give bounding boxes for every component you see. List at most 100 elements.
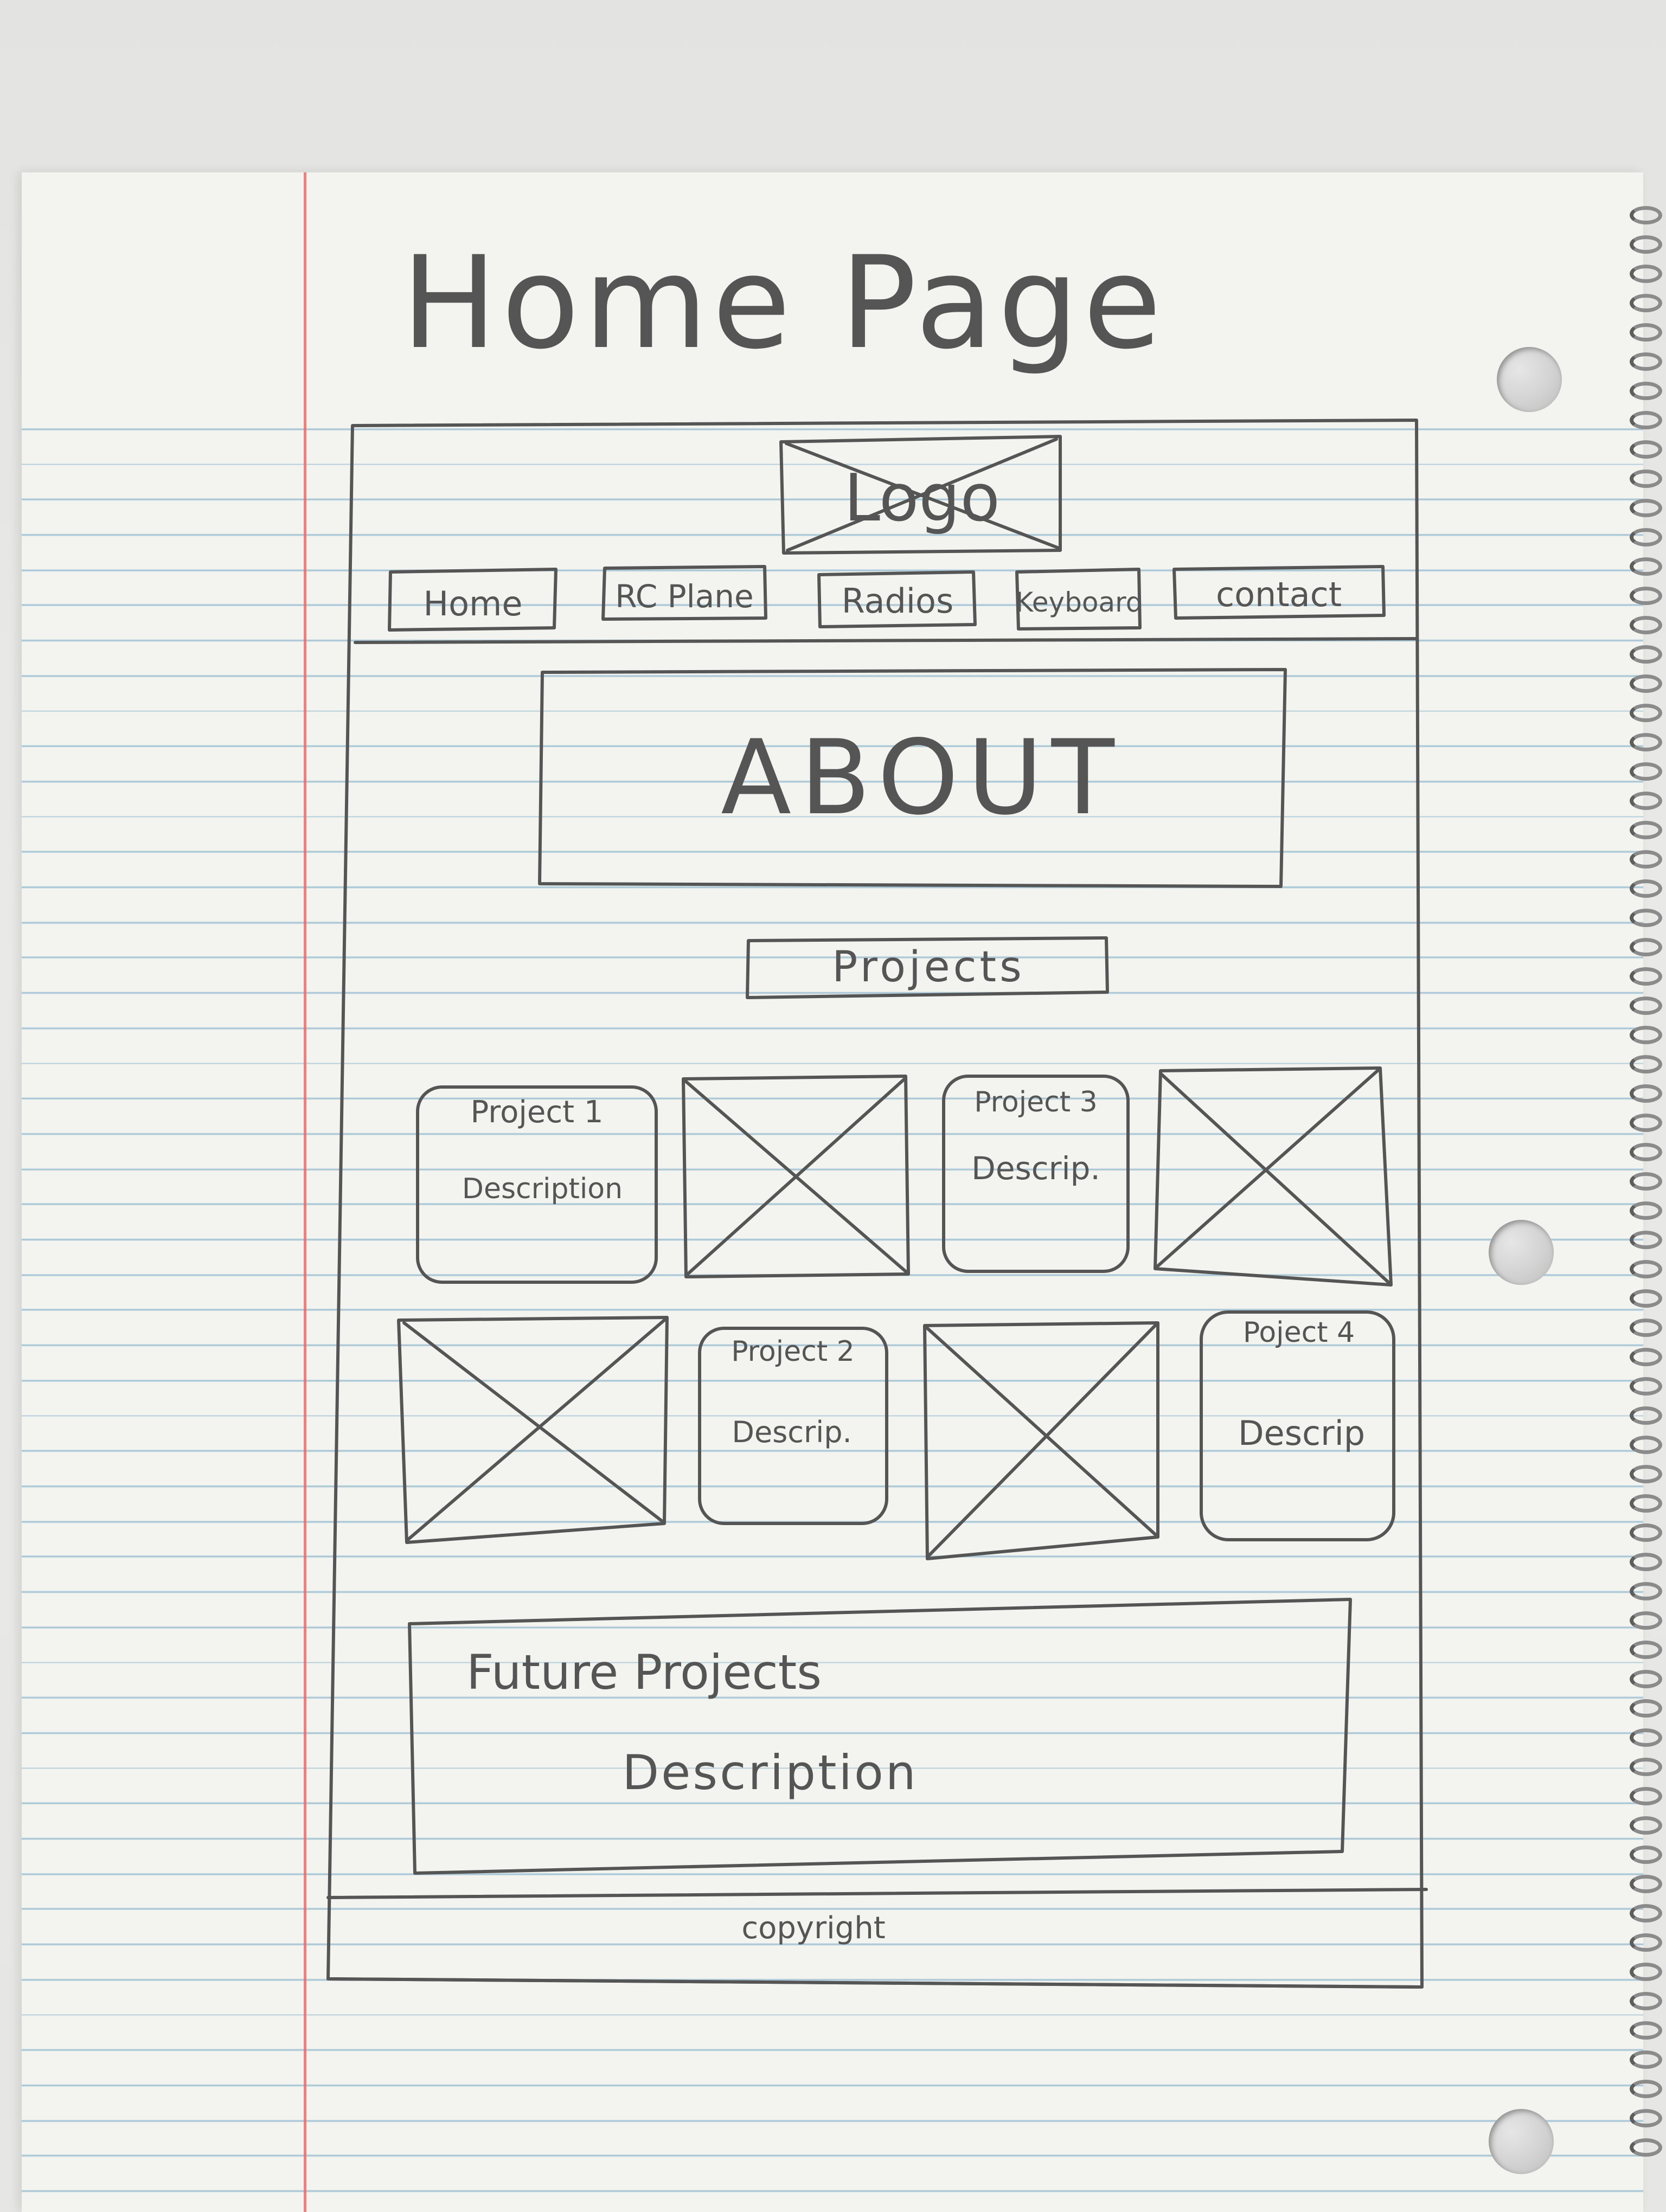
punch-hole	[1489, 1220, 1554, 1285]
spiral-coil	[1630, 1436, 1662, 1454]
spiral-coil	[1630, 1231, 1662, 1249]
image-placeholder-1	[682, 1075, 910, 1278]
spiral-coil	[1630, 1728, 1662, 1747]
spiral-coil	[1630, 323, 1662, 342]
footer-copyright: copyright	[741, 1911, 885, 1946]
spiral-coil	[1630, 499, 1662, 517]
spiral-coil	[1630, 1670, 1662, 1688]
nav-box-home	[388, 568, 558, 632]
project-1-desc: Description	[462, 1173, 623, 1205]
spiral-coil	[1630, 2050, 1662, 2069]
spiral-coil	[1630, 2109, 1662, 2127]
projects-heading: Projects	[832, 943, 1025, 992]
project-card-box-2	[698, 1327, 888, 1525]
spiral-coil	[1630, 733, 1662, 751]
project-4-title[interactable]: Poject 4	[1243, 1316, 1355, 1349]
about-box	[538, 668, 1287, 888]
spiral-coil	[1630, 1963, 1662, 1981]
page-header-area	[22, 172, 1643, 411]
spiral-coil	[1630, 411, 1662, 429]
spiral-coil	[1630, 1348, 1662, 1366]
spiral-coil	[1630, 1816, 1662, 1835]
footer-divider	[326, 1888, 1428, 1899]
spiral-coil	[1630, 1465, 1662, 1483]
punch-hole	[1489, 2109, 1554, 2174]
spiral-coil	[1630, 1201, 1662, 1220]
spiral-coil	[1630, 879, 1662, 898]
spiral-coil	[1630, 1992, 1662, 2010]
nav-keyboard-label[interactable]: Keyboard	[1015, 587, 1143, 618]
future-projects-title: Future Projects	[466, 1644, 822, 1700]
nav-home-label[interactable]: Home	[423, 584, 522, 623]
image-placeholder-4	[923, 1321, 1159, 1560]
spiral-coil	[1630, 1875, 1662, 1893]
spiral-coil	[1630, 1377, 1662, 1396]
spiral-coil	[1630, 967, 1662, 986]
project-1-title[interactable]: Project 1	[470, 1095, 603, 1130]
spiral-coil	[1630, 587, 1662, 605]
spiral-coil	[1630, 1582, 1662, 1600]
image-placeholder-3	[397, 1316, 669, 1544]
spiral-coil	[1630, 762, 1662, 781]
spiral-coil	[1630, 1787, 1662, 1805]
notebook-page	[22, 172, 1643, 2212]
spiral-coil	[1630, 265, 1662, 283]
projects-heading-box	[746, 936, 1109, 999]
sheet-heading: Home Page	[401, 229, 1166, 377]
spiral-coil	[1630, 674, 1662, 693]
spiral-coil	[1630, 1933, 1662, 1952]
page-frame	[326, 419, 1424, 1989]
spiral-binding	[1630, 206, 1666, 2212]
header-divider	[354, 637, 1418, 644]
spiral-coil	[1630, 1084, 1662, 1103]
spiral-coil	[1630, 1494, 1662, 1513]
nav-box-contact	[1172, 565, 1386, 620]
project-3-desc: Descrip.	[971, 1150, 1100, 1187]
nav-box-rc-plane	[601, 565, 767, 621]
spiral-coil	[1630, 1553, 1662, 1571]
spiral-coil	[1630, 235, 1662, 254]
about-label: ABOUT	[721, 718, 1123, 838]
spiral-coil	[1630, 557, 1662, 576]
project-card-box-4	[1200, 1310, 1395, 1541]
project-4-desc: Descrip	[1238, 1413, 1365, 1453]
spiral-coil	[1630, 1289, 1662, 1308]
image-placeholder-2	[1154, 1066, 1393, 1287]
project-2-title[interactable]: Project 2	[731, 1335, 855, 1368]
spiral-coil	[1630, 1114, 1662, 1132]
nav-contact-label[interactable]: contact	[1216, 575, 1342, 614]
spiral-coil	[1630, 1026, 1662, 1044]
spiral-coil	[1630, 1758, 1662, 1776]
spiral-coil	[1630, 528, 1662, 546]
spiral-coil	[1630, 938, 1662, 956]
spiral-coil	[1630, 1523, 1662, 1542]
spiral-coil	[1630, 1611, 1662, 1630]
spiral-coil	[1630, 645, 1662, 664]
project-card-box-3	[942, 1075, 1130, 1273]
spiral-coil	[1630, 850, 1662, 869]
spiral-coil	[1630, 909, 1662, 927]
spiral-coil	[1630, 1143, 1662, 1161]
project-card-box-1	[416, 1085, 658, 1284]
nav-box-keyboard	[1015, 568, 1142, 631]
spiral-coil	[1630, 440, 1662, 459]
project-2-desc: Descrip.	[732, 1415, 851, 1449]
spiral-coil	[1630, 1699, 1662, 1718]
spiral-coil	[1630, 1319, 1662, 1337]
future-projects-desc: Description	[622, 1745, 918, 1801]
nav-box-radios	[817, 570, 977, 628]
spiral-coil	[1630, 382, 1662, 400]
spiral-coil	[1630, 1172, 1662, 1191]
spiral-coil	[1630, 2138, 1662, 2157]
spiral-coil	[1630, 1641, 1662, 1659]
logo-label: Logo	[844, 461, 1000, 536]
spiral-coil	[1630, 1406, 1662, 1425]
nav-rc-plane-label[interactable]: RC Plane	[615, 578, 753, 615]
spiral-coil	[1630, 1846, 1662, 1864]
spiral-coil	[1630, 470, 1662, 488]
project-3-title[interactable]: Project 3	[974, 1086, 1098, 1118]
nav-radios-label[interactable]: Radios	[842, 581, 954, 621]
spiral-coil	[1630, 704, 1662, 722]
